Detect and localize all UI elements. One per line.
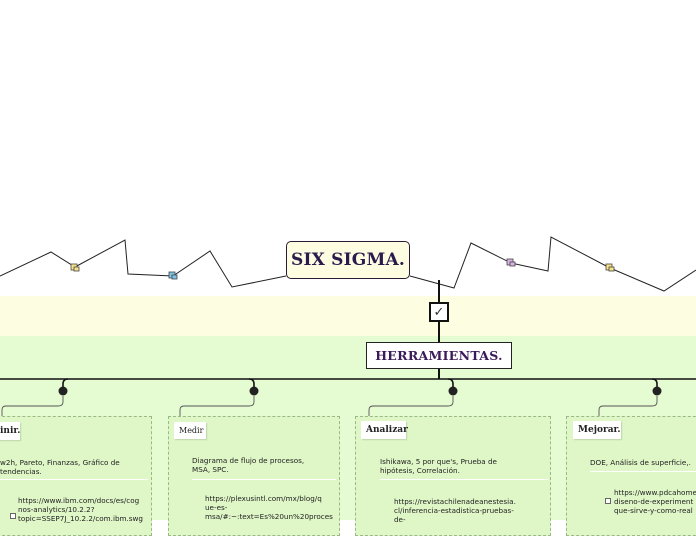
connector-branch-2 xyxy=(248,378,255,389)
root-topic-label: SIX SIGMA. xyxy=(290,250,405,270)
branch-label[interactable]: inir. xyxy=(0,422,20,440)
relationship-icon[interactable] xyxy=(168,271,178,280)
check-icon: ✓ xyxy=(433,304,445,320)
relationship-line-left[interactable] xyxy=(0,239,287,288)
branch-link[interactable]: https://plexusintl.com/mx/blog/q ue-es- … xyxy=(205,494,333,521)
collapse-knob[interactable] xyxy=(448,386,458,396)
branch-link[interactable]: https://www.pdcahome diseno-de-experimen… xyxy=(614,488,696,515)
main-topic[interactable]: HERRAMIENTAS. xyxy=(366,342,512,369)
separator xyxy=(192,479,336,480)
relationship-icon[interactable] xyxy=(506,258,516,267)
branch-panel-definir xyxy=(0,416,152,536)
root-topic[interactable]: SIX SIGMA. xyxy=(286,241,410,279)
branch-detail[interactable]: Ishikawa, 5 por que's, Prueba de hipótes… xyxy=(380,457,497,475)
main-topic-label: HERRAMIENTAS. xyxy=(375,348,503,363)
separator xyxy=(0,479,148,480)
branch-label[interactable]: Mejorar. xyxy=(573,421,621,439)
branch-label[interactable]: Medir xyxy=(174,422,206,439)
task-checkbox[interactable]: ✓ xyxy=(429,302,449,322)
branch-link[interactable]: https://www.ibm.com/docs/es/cog nos-anal… xyxy=(18,496,143,523)
separator xyxy=(380,479,548,480)
mind-map-canvas xyxy=(0,236,696,420)
relationship-line-right[interactable] xyxy=(409,236,696,292)
relationship-icon[interactable] xyxy=(605,263,615,272)
branch-label[interactable]: Analizar xyxy=(361,421,408,439)
cream-band xyxy=(0,296,696,336)
branch-line-4 xyxy=(598,396,658,420)
branch-detail[interactable]: w2h, Pareto, Finanzas, Gráfico de tenden… xyxy=(0,458,120,476)
link-icon[interactable] xyxy=(605,498,611,504)
collapse-knob[interactable] xyxy=(652,386,662,396)
branch-line-2 xyxy=(179,396,255,420)
relationship-icon[interactable] xyxy=(70,263,80,272)
separator xyxy=(590,471,696,472)
collapse-knob[interactable] xyxy=(58,386,68,396)
branch-line-3 xyxy=(368,396,454,420)
connector-branch-4 xyxy=(651,378,658,389)
connector-branch-3 xyxy=(447,378,454,389)
branch-detail[interactable]: Diagrama de flujo de procesos, MSA, SPC. xyxy=(192,456,305,474)
link-icon[interactable] xyxy=(10,513,16,519)
collapse-knob[interactable] xyxy=(249,386,259,396)
branch-detail[interactable]: DOE, Análisis de superficie,. xyxy=(590,458,691,467)
connector-branch-1 xyxy=(62,378,69,389)
branch-line-1 xyxy=(1,396,64,416)
